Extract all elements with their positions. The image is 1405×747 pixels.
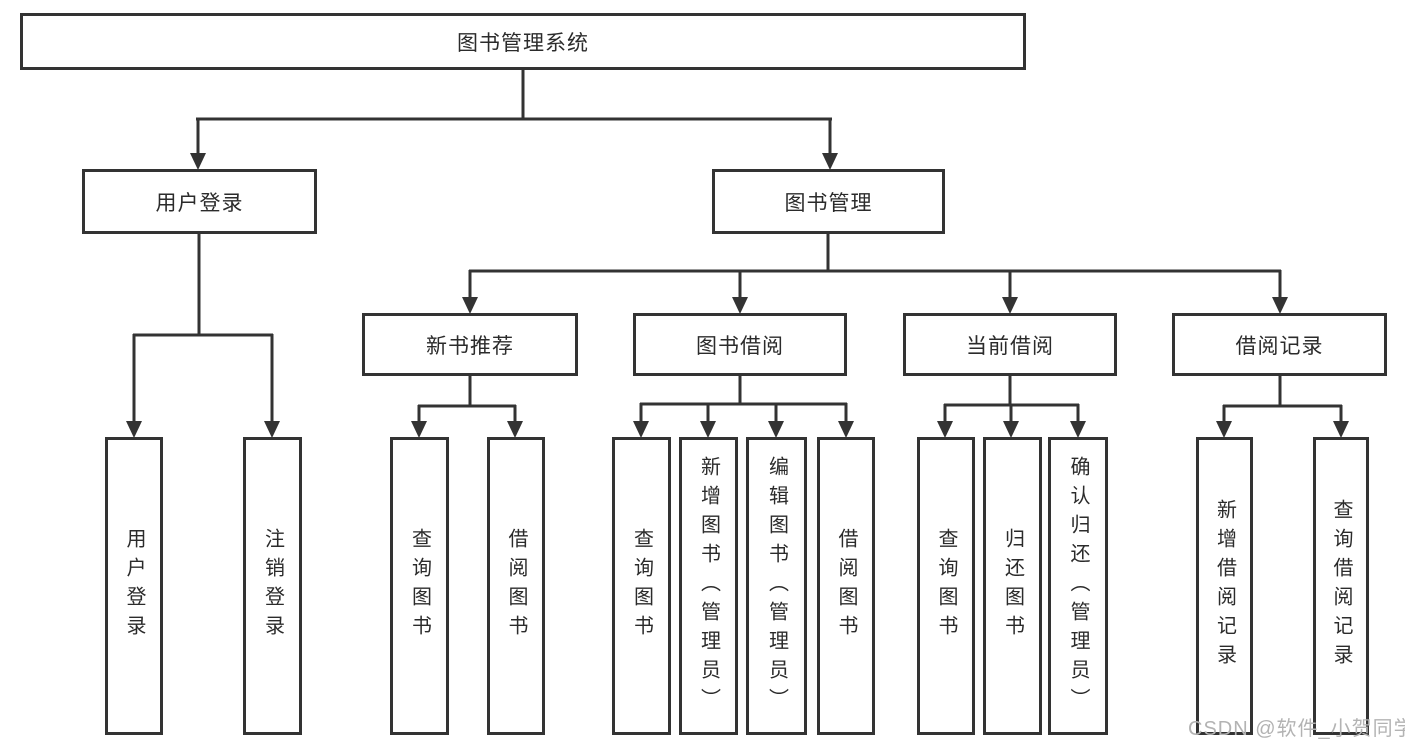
- arrow-down-icon: [1003, 421, 1019, 438]
- leaf-query-borrow-record-label: 查询借阅记录: [1330, 499, 1352, 673]
- arrow-down-icon: [264, 421, 280, 438]
- leaf-query-books-1-box: 查询图书: [390, 437, 449, 735]
- leaf-confirm-return-admin-label: 确认归还（管理员）: [1067, 455, 1089, 717]
- node-current-borrow-label: 当前借阅: [966, 334, 1054, 358]
- node-book-management-box: 图书管理: [712, 169, 945, 234]
- arrow-down-icon: [507, 421, 523, 438]
- leaf-logout-box: 注销登录: [243, 437, 302, 735]
- connector-book-borrow-to-leaves: [639, 376, 848, 424]
- arrow-down-icon: [768, 421, 784, 438]
- node-user-login-box: 用户登录: [82, 169, 317, 234]
- watermark-text: CSDN @软件_小贺同学: [1188, 718, 1405, 740]
- node-borrow-records-label: 借阅记录: [1235, 334, 1324, 358]
- node-borrow-records-box: 借阅记录: [1172, 313, 1387, 376]
- node-book-management-label: 图书管理: [784, 191, 873, 215]
- leaf-query-books-2-label: 查询图书: [630, 528, 653, 644]
- arrow-down-icon: [838, 421, 854, 438]
- leaf-logout-label: 注销登录: [261, 528, 284, 644]
- arrow-down-icon: [937, 421, 953, 438]
- connector-root-to-level2: [196, 70, 832, 154]
- leaf-borrow-books-1-label: 借阅图书: [505, 528, 527, 644]
- arrow-down-icon: [190, 153, 206, 170]
- node-root-label: 图书管理系统: [457, 31, 589, 55]
- leaf-return-book-box: 归还图书: [983, 437, 1042, 735]
- node-new-book-box: 新书推荐: [362, 313, 578, 376]
- leaf-add-book-admin-box: 新增图书（管理员）: [679, 437, 738, 735]
- node-user-login-label: 用户登录: [155, 191, 244, 215]
- node-new-book-label: 新书推荐: [426, 334, 514, 358]
- arrow-down-icon: [462, 297, 478, 314]
- leaf-edit-book-admin-label: 编辑图书（管理员）: [765, 455, 788, 717]
- leaf-query-books-1-label: 查询图书: [408, 528, 431, 644]
- arrow-down-icon: [1070, 421, 1086, 438]
- leaf-borrow-books-2-label: 借阅图书: [835, 528, 857, 644]
- leaf-user-login-box: 用户登录: [105, 437, 163, 735]
- connector-user-login-to-leaves: [132, 234, 274, 424]
- leaf-borrow-books-2-box: 借阅图书: [817, 437, 875, 735]
- leaf-add-borrow-record-label: 新增借阅记录: [1213, 499, 1236, 673]
- arrow-down-icon: [1333, 421, 1349, 438]
- leaf-return-book-label: 归还图书: [1001, 528, 1024, 644]
- leaf-confirm-return-admin-box: 确认归还（管理员）: [1048, 437, 1108, 735]
- arrow-down-icon: [411, 421, 427, 438]
- arrow-down-icon: [126, 421, 142, 438]
- node-book-borrow-box: 图书借阅: [633, 313, 847, 376]
- leaf-query-books-2-box: 查询图书: [612, 437, 671, 735]
- node-current-borrow-box: 当前借阅: [903, 313, 1117, 376]
- arrow-down-icon: [633, 421, 649, 438]
- leaf-query-borrow-record-box: 查询借阅记录: [1313, 437, 1369, 735]
- arrow-down-icon: [822, 153, 838, 170]
- arrow-down-icon: [1216, 421, 1232, 438]
- leaf-user-login-label: 用户登录: [123, 528, 145, 644]
- leaf-borrow-books-1-box: 借阅图书: [487, 437, 545, 735]
- node-book-borrow-label: 图书借阅: [696, 334, 784, 358]
- leaf-query-books-3-label: 查询图书: [935, 528, 957, 644]
- arrow-down-icon: [732, 297, 748, 314]
- arrow-down-icon: [1272, 297, 1288, 314]
- arrow-down-icon: [1002, 297, 1018, 314]
- connector-borrow-records-to-leaves: [1222, 376, 1343, 424]
- connector-current-borrow-to-leaves: [943, 376, 1080, 424]
- connector-new-book-to-leaves: [417, 376, 517, 424]
- leaf-query-books-3-box: 查询图书: [917, 437, 975, 735]
- connector-book-management-to-level3: [468, 234, 1282, 298]
- node-root-box: 图书管理系统: [20, 13, 1026, 70]
- leaf-edit-book-admin-box: 编辑图书（管理员）: [746, 437, 807, 735]
- arrow-down-icon: [700, 421, 716, 438]
- leaf-add-book-admin-label: 新增图书（管理员）: [697, 455, 720, 717]
- leaf-add-borrow-record-box: 新增借阅记录: [1196, 437, 1253, 735]
